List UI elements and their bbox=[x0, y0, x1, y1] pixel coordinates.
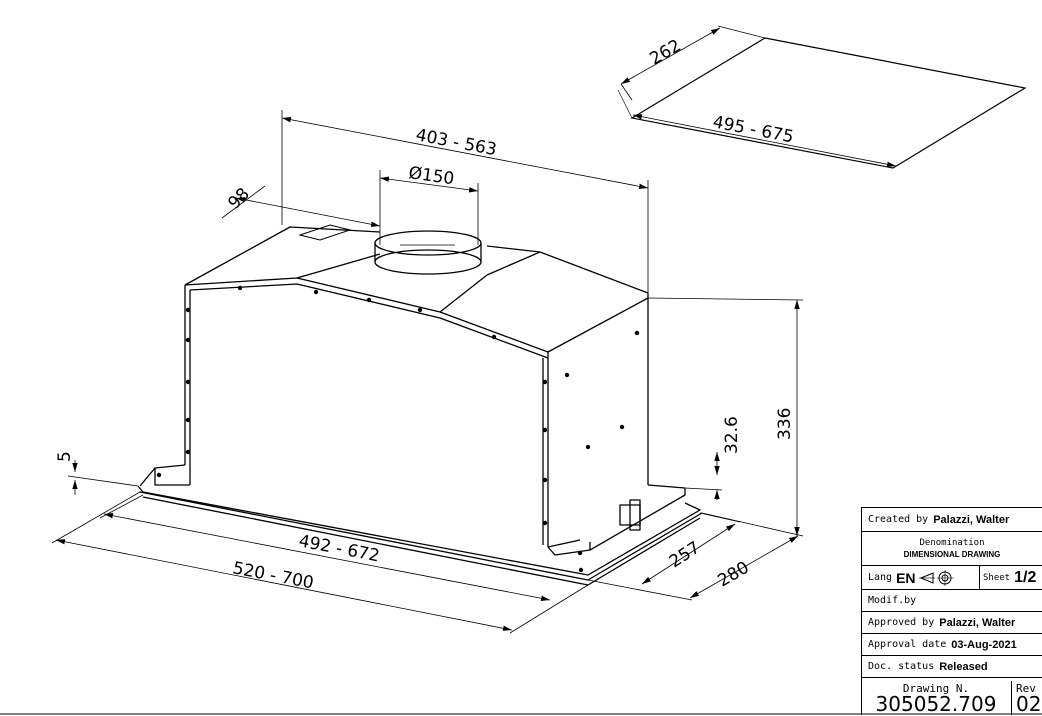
revision-cell: Rev 02 bbox=[1011, 681, 1042, 715]
denomination-row: Denomination DIMENSIONAL DRAWING bbox=[862, 532, 1042, 566]
bottom-offset-label: 5 bbox=[55, 451, 75, 462]
hood-body bbox=[137, 226, 703, 586]
screw-holes bbox=[156, 285, 640, 573]
approval-date-label: Approval date bbox=[868, 639, 947, 650]
inner-depth-dimension bbox=[641, 512, 741, 585]
approved-by-value: Palazzi, Walter bbox=[939, 616, 1016, 629]
outer-width-label: 520 - 700 bbox=[231, 558, 315, 593]
approval-date-row: Approval date 03-Aug-2021 bbox=[862, 634, 1042, 656]
modif-row: Modif.by bbox=[862, 590, 1042, 612]
approved-by-label: Approved by bbox=[868, 617, 935, 628]
outlet-diameter-dimension bbox=[379, 170, 479, 245]
first-angle-projection-icon bbox=[918, 569, 954, 586]
revision-label: Rev bbox=[1016, 682, 1036, 695]
sheet-cell: Sheet 1/2 bbox=[979, 566, 1036, 589]
outer-width-dimension bbox=[51, 491, 589, 634]
title-block: Created by Palazzi, Walter Denomination … bbox=[861, 507, 1042, 715]
filter-panel bbox=[617, 37, 1027, 169]
approval-date-value: 03-Aug-2021 bbox=[951, 638, 1017, 651]
outlet-diameter-label: Ø150 bbox=[407, 163, 455, 189]
doc-status-value: Released bbox=[939, 660, 988, 673]
denomination-value: DIMENSIONAL DRAWING bbox=[903, 550, 1001, 559]
filter-width-dimension bbox=[632, 114, 897, 167]
outlet-offset-label: 98 bbox=[224, 184, 253, 213]
approved-by-row: Approved by Palazzi, Walter bbox=[862, 612, 1042, 634]
duct-outlet bbox=[298, 224, 482, 275]
created-by-label: Created by bbox=[868, 514, 929, 525]
created-by-row: Created by Palazzi, Walter bbox=[862, 508, 1042, 532]
height-label: 336 bbox=[775, 408, 795, 440]
filter-depth-dimension bbox=[620, 25, 766, 101]
outlet-offset-dimension bbox=[221, 185, 381, 227]
sheet-value: 1/2 bbox=[1014, 568, 1037, 586]
doc-status-row: Doc. status Released bbox=[862, 656, 1042, 678]
lip-height-label: 32.6 bbox=[722, 416, 742, 454]
outer-depth-dimension bbox=[587, 535, 799, 601]
lang-row: Lang EN Sheet 1/2 bbox=[862, 566, 1042, 590]
top-width-label: 403 - 563 bbox=[414, 125, 498, 160]
doc-status-label: Doc. status bbox=[868, 661, 935, 672]
lang-value: EN bbox=[896, 569, 916, 586]
lip-height-dimension bbox=[684, 452, 723, 500]
lang-label: Lang bbox=[868, 572, 893, 583]
filter-depth-label: 262 bbox=[647, 36, 685, 70]
inner-depth-label: 257 bbox=[666, 538, 704, 572]
outer-depth-label: 280 bbox=[715, 558, 753, 592]
created-by-value: Palazzi, Walter bbox=[933, 513, 1010, 526]
drawing-number-cell: Drawing N. 305052.709 bbox=[861, 681, 1011, 715]
sheet-label: Sheet bbox=[983, 572, 1011, 583]
revision-value: 02 bbox=[1016, 692, 1042, 716]
denomination-label: Denomination bbox=[919, 538, 985, 548]
modif-label: Modif.by bbox=[868, 595, 917, 606]
filter-width-label: 495 - 675 bbox=[711, 112, 795, 147]
drawing-number-value: 305052.709 bbox=[875, 692, 997, 716]
drawing-number-label: Drawing N. bbox=[902, 682, 970, 695]
bottom-offset-dimension bbox=[67, 460, 139, 495]
